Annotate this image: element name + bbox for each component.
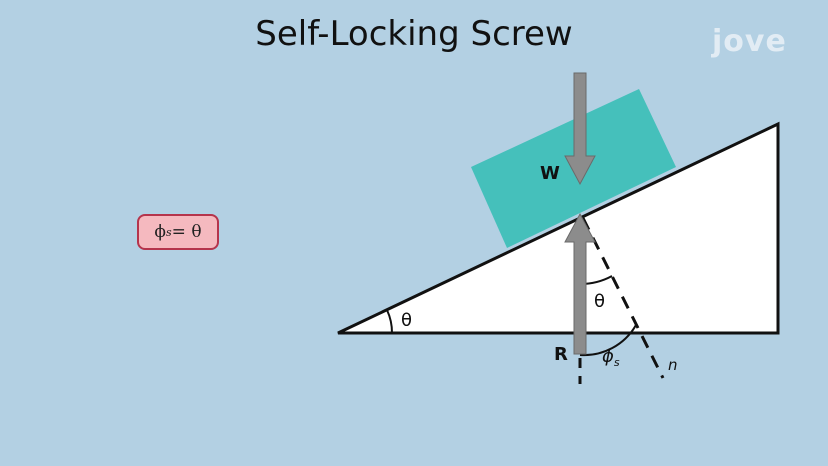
equation-rhs: = θ: [171, 222, 202, 242]
reaction-label: R: [554, 344, 568, 365]
equation-lhs-sub: s: [166, 225, 172, 239]
jove-logo: jove: [712, 24, 787, 59]
normal-angle-label: θ: [594, 291, 605, 312]
normal-label: n: [668, 356, 678, 374]
normal-line: [581, 217, 665, 379]
incline-angle-label: θ: [401, 310, 412, 331]
weight-label: W: [540, 163, 560, 184]
weight-arrow: [564, 72, 596, 186]
reaction-arrow: [564, 212, 596, 355]
friction-angle-arc: [579, 324, 637, 357]
incline-angle-arc: [386, 309, 394, 334]
friction-angle-label: ϕs: [602, 346, 620, 369]
incline-wedge: [337, 121, 780, 335]
friction-angle-subscript: s: [614, 356, 620, 369]
friction-angle-symbol: ϕ: [602, 346, 614, 367]
slide-title: Self-Locking Screw: [255, 14, 573, 54]
equation-lhs: ϕ: [154, 222, 167, 242]
